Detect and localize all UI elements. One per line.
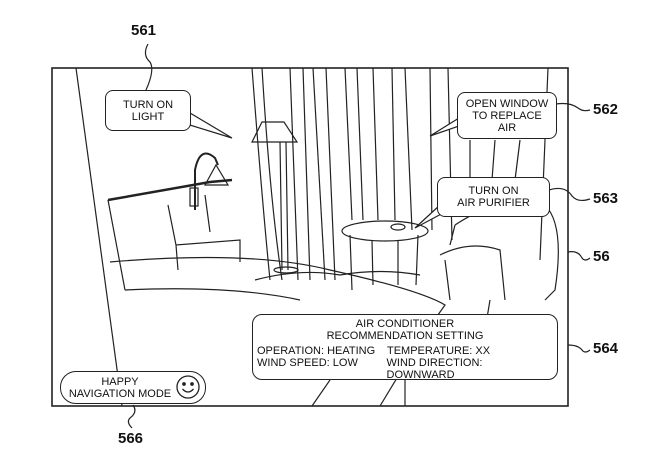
ref-566: 566 (118, 430, 144, 447)
wall-lamp (189, 152, 230, 210)
wind-direction-setting: WIND DIRECTION: DOWNWARD (386, 357, 483, 381)
bubble-line: TURN ON (468, 185, 519, 197)
panel-title: AIR CONDITIONER (355, 318, 455, 330)
bubble-line: LIGHT (131, 110, 165, 123)
turn-on-air-purifier-suggestion[interactable]: TURN ON AIR PURIFIER (437, 177, 550, 217)
nav-mode-line2: NAVIGATION MODE (68, 388, 172, 400)
operation-setting: OPERATION: HEATING (257, 345, 376, 357)
panel-subtitle: RECOMMENDATION SETTING (326, 330, 484, 342)
bed (109, 256, 446, 407)
leader-564 (567, 344, 591, 353)
open-window-suggestion[interactable]: OPEN WINDOW TO REPLACE AIR (457, 92, 557, 139)
armchair (439, 201, 559, 331)
ref-564: 564 (593, 340, 619, 357)
bubble-line: AIR PURIFIER (457, 197, 530, 209)
leader-561 (144, 43, 153, 91)
leader-562 (555, 102, 591, 112)
round-table (341, 220, 429, 291)
bubble-line: TO REPLACE (472, 109, 542, 122)
turn-on-light-suggestion[interactable]: TURN ON LIGHT (105, 90, 191, 131)
ref-561: 561 (131, 22, 157, 39)
floor-lamp (251, 121, 299, 274)
bubble-line: TURN ON (122, 98, 174, 111)
ref-56: 56 (593, 248, 610, 265)
ref-562: 562 (593, 101, 619, 118)
leader-563 (548, 187, 591, 202)
wind-speed-setting: WIND SPEED: LOW (257, 357, 358, 369)
smiley-face-icon (176, 375, 200, 399)
leader-566 (127, 404, 136, 429)
bubble-line: OPEN WINDOW (465, 97, 549, 110)
temperature-setting: TEMPERATURE: XX (387, 345, 491, 357)
ref-563: 563 (593, 190, 619, 207)
bubble-line: AIR (497, 121, 517, 134)
headboard (107, 178, 233, 202)
side-chair (167, 194, 241, 271)
air-conditioner-recommendation-panel[interactable]: AIR CONDITIONER RECOMMENDATION SETTING O… (252, 314, 558, 381)
happy-navigation-mode-button[interactable]: HAPPY NAVIGATION MODE (60, 371, 206, 404)
wall-edge (75, 67, 123, 407)
leader-56 (567, 251, 591, 261)
display-frame (51, 67, 569, 407)
nav-mode-line1: HAPPY (101, 376, 139, 388)
